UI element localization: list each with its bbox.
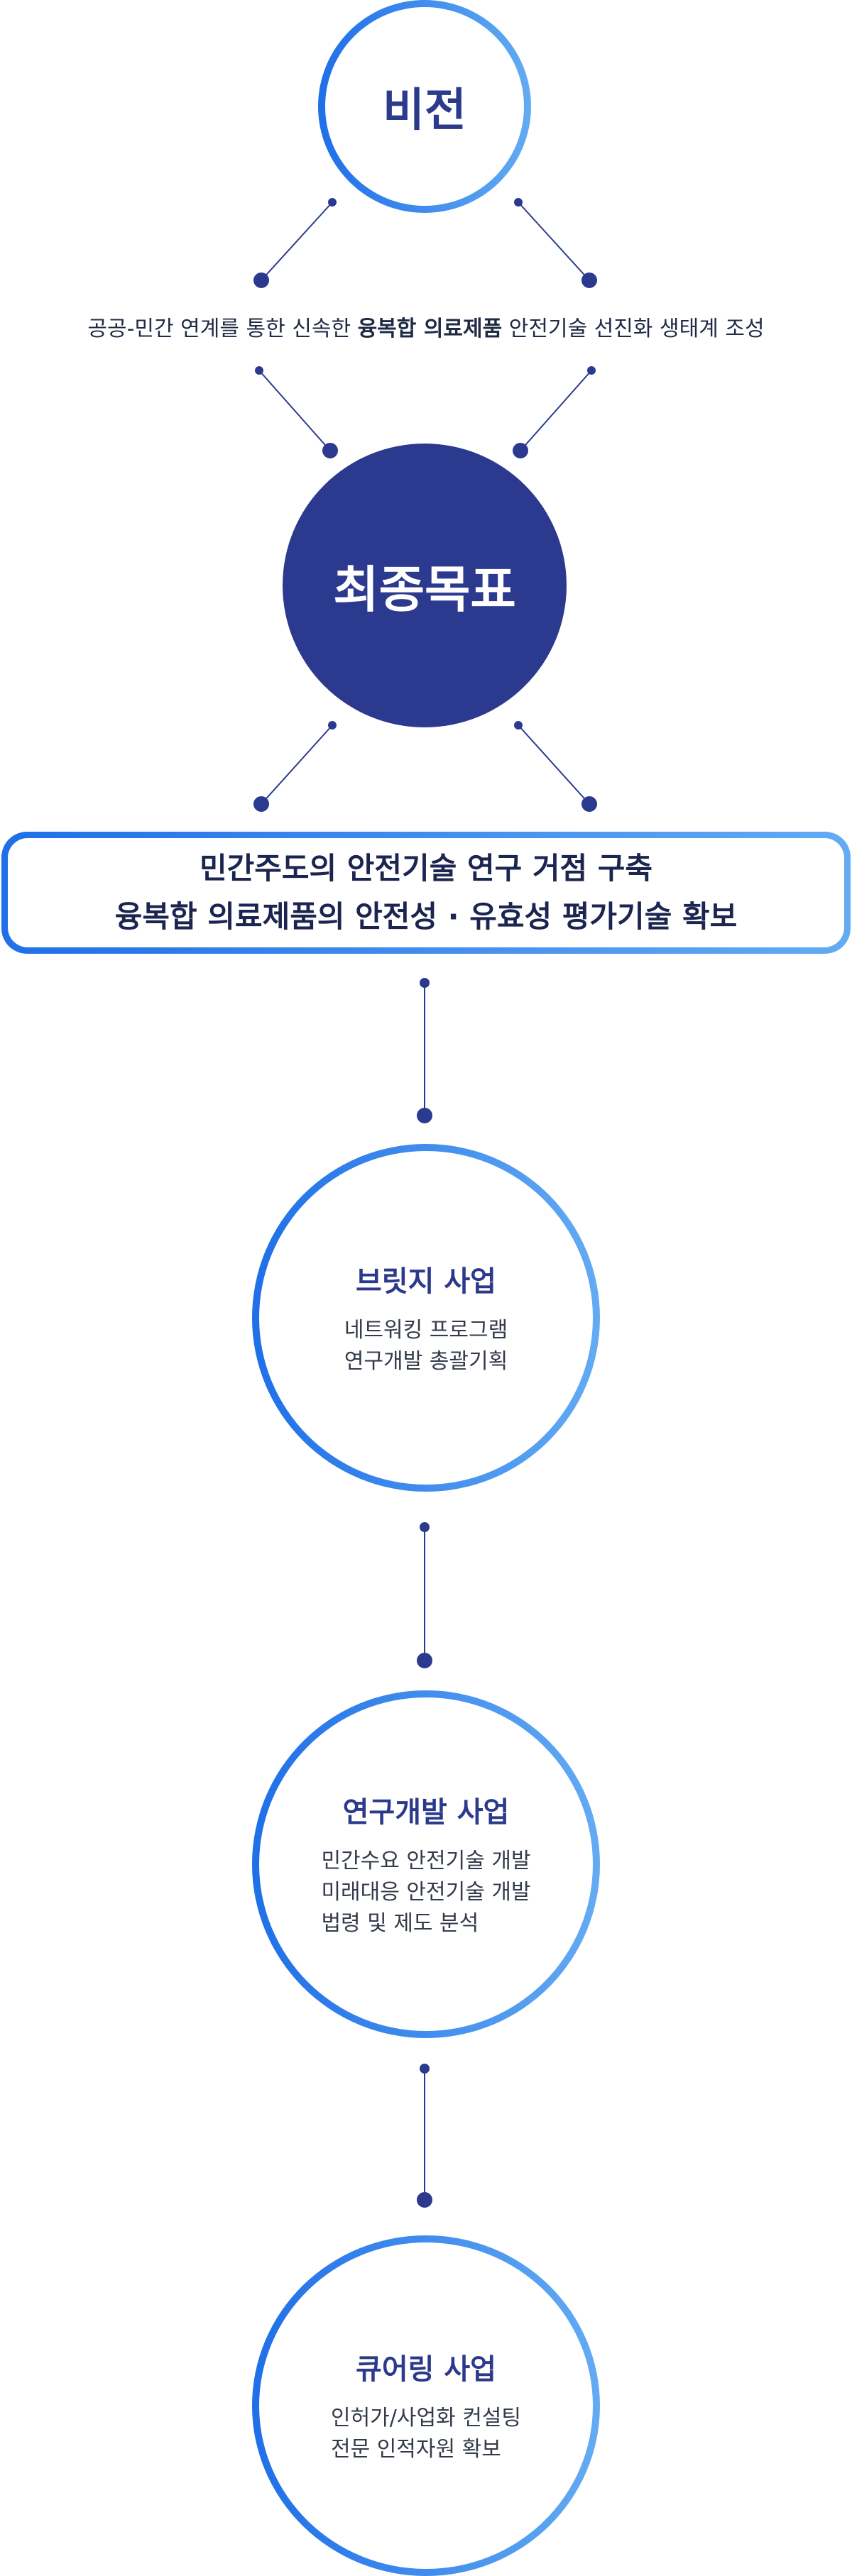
project2-connector-dot-1 <box>420 1522 430 1532</box>
vision-ring: 비전 <box>318 0 531 213</box>
vision-statement-emphasis: 융복합 의료제품 <box>357 317 503 341</box>
vision-left-connector-dot-1 <box>328 198 337 207</box>
goal-box-right-connector-line <box>518 725 590 805</box>
final-goal-line-1: 민간주도의 안전기술 연구 거점 구축 <box>199 851 653 886</box>
vision-statement-prefix: 공공-민간 연계를 통한 신속한 <box>87 317 358 341</box>
goal-left-connector-dot-1 <box>255 366 263 375</box>
vision-statement-suffix: 안전기술 선진화 생태계 조성 <box>502 317 765 341</box>
project3-connector-dot-1 <box>420 2064 430 2074</box>
rnd-project-title: 연구개발 사업 <box>342 1796 510 1829</box>
curing-project-ring: 큐어링 사업 인허가/사업화 컨설팅 전문 인적자원 확보 <box>252 2235 600 2576</box>
goal-right-connector-dot-1 <box>587 366 596 375</box>
goal-box-right-connector-dot-1 <box>514 721 523 730</box>
vision-statement: 공공-민간 연계를 통한 신속한 융복합 의료제품 안전기술 선진화 생태계 조… <box>0 311 852 342</box>
vision-right-connector-dot-2 <box>581 273 597 288</box>
rnd-project-ring: 연구개발 사업 민간수요 안전기술 개발 미래대응 안전기술 개발 법령 및 제… <box>252 1690 600 2038</box>
final-goal-circle: 최종목표 <box>283 444 567 727</box>
goal-box-left-connector-line <box>261 725 333 805</box>
curing-project-list: 인허가/사업화 컨설팅 전문 인적자원 확보 <box>331 2403 521 2465</box>
vision-right-connector-line <box>518 202 590 281</box>
curing-project-title: 큐어링 사업 <box>356 2353 496 2386</box>
vision-left-connector-line <box>261 202 333 281</box>
list-item: 연구개발 총괄기획 <box>344 1349 508 1374</box>
project2-connector-dot-2 <box>417 1653 432 1668</box>
list-item: 민간수요 안전기술 개발 <box>321 1849 531 1873</box>
final-goal-line-2: 융복합 의료제품의 안전성 · 유효성 평가기술 확보 <box>114 899 738 934</box>
curing-project-circle: 큐어링 사업 인허가/사업화 컨설팅 전문 인적자원 확보 <box>259 2242 593 2569</box>
goal-box-right-connector-dot-2 <box>581 796 597 812</box>
bridge-project-ring: 브릿지 사업 네트워킹 프로그램 연구개발 총괄기획 <box>252 1144 600 1492</box>
bridge-project-circle: 브릿지 사업 네트워킹 프로그램 연구개발 총괄기획 <box>259 1151 593 1485</box>
goal-right-connector-dot-2 <box>513 443 528 458</box>
vision-circle: 비전 <box>325 7 524 206</box>
list-item: 전문 인적자원 확보 <box>330 2437 501 2462</box>
goal-box-left-connector-dot-1 <box>328 721 337 730</box>
rnd-project-circle: 연구개발 사업 민간수요 안전기술 개발 미래대응 안전기술 개발 법령 및 제… <box>259 1697 593 2031</box>
project1-connector-dot-1 <box>420 978 430 988</box>
final-goal-title: 최종목표 <box>333 560 516 619</box>
goal-left-connector-dot-2 <box>322 443 338 458</box>
vision-title: 비전 <box>383 84 466 137</box>
rnd-project-list: 민간수요 안전기술 개발 미래대응 안전기술 개발 법령 및 제도 분석 <box>321 1846 530 1939</box>
list-item: 인허가/사업화 컨설팅 <box>330 2406 522 2431</box>
list-item: 법령 및 제도 분석 <box>321 1911 479 1936</box>
goal-box-left-connector-dot-2 <box>253 796 269 812</box>
vision-right-connector-dot-1 <box>514 198 523 207</box>
list-item: 미래대응 안전기술 개발 <box>321 1880 531 1905</box>
goal-right-connector-line <box>520 370 592 451</box>
vision-left-connector-dot-2 <box>253 273 269 288</box>
project1-connector-dot-2 <box>417 1108 432 1123</box>
project3-connector-dot-2 <box>417 2192 432 2208</box>
final-goal-box-inner: 민간주도의 안전기술 연구 거점 구축 융복합 의료제품의 안전성 · 유효성 … <box>8 838 844 947</box>
list-item: 네트워킹 프로그램 <box>344 1318 508 1343</box>
goal-left-connector-line <box>258 370 331 451</box>
bridge-project-list: 네트워킹 프로그램 연구개발 총괄기획 <box>344 1315 508 1377</box>
final-goal-box: 민간주도의 안전기술 연구 거점 구축 융복합 의료제품의 안전성 · 유효성 … <box>1 832 851 954</box>
bridge-project-title: 브릿지 사업 <box>356 1265 496 1298</box>
